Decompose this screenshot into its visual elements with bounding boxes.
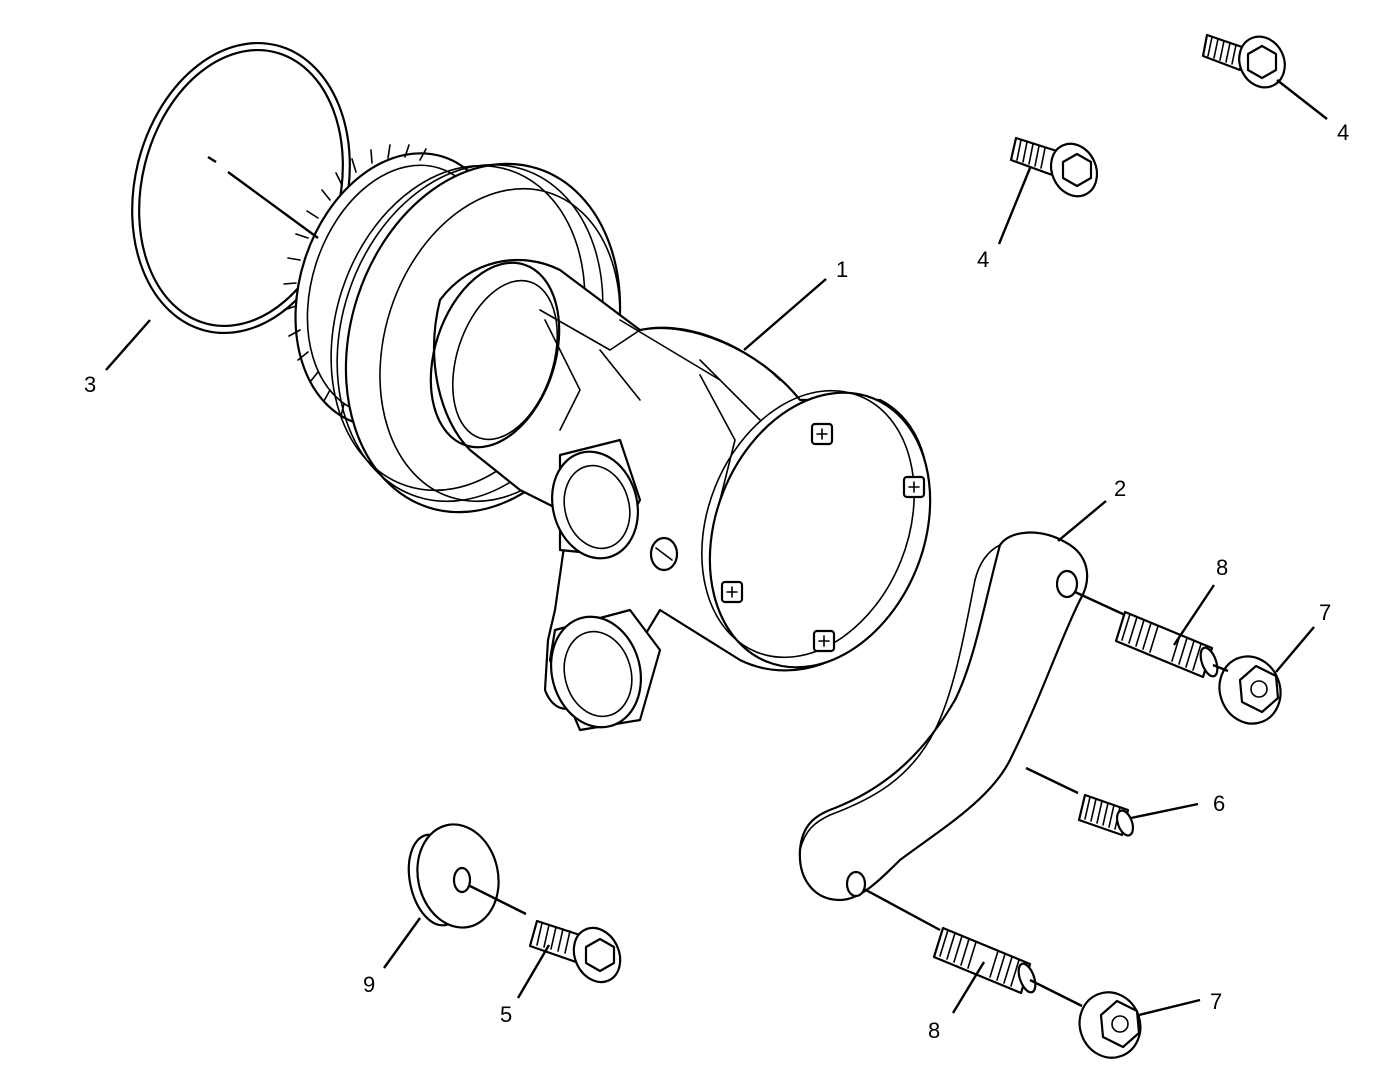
callout-2: 2 — [1114, 476, 1126, 501]
stud-lower — [932, 926, 1037, 995]
stud-upper — [1114, 610, 1219, 679]
pump-end-cover — [649, 389, 932, 669]
callout-1: 1 — [836, 257, 848, 282]
bolt-lower — [528, 919, 622, 984]
set-screw — [1077, 793, 1135, 837]
leader-lines — [105, 79, 1328, 1017]
callout-7-upper: 7 — [1319, 600, 1331, 625]
bolt-upper-right — [1201, 33, 1286, 89]
pump-upper-port — [550, 438, 642, 560]
callout-4-upper-right: 4 — [1337, 120, 1349, 145]
callout-8-upper: 8 — [1216, 555, 1228, 580]
callout-labels: 1 2 3 4 4 5 6 7 7 8 8 9 — [84, 120, 1349, 1043]
callout-8-lower: 8 — [928, 1018, 940, 1043]
pump-lower-port — [548, 608, 662, 732]
callout-3: 3 — [84, 372, 96, 397]
flange-nut-lower — [1078, 991, 1142, 1059]
mounting-bracket — [798, 531, 1089, 902]
callout-9: 9 — [363, 972, 375, 997]
callout-5: 5 — [500, 1002, 512, 1027]
callout-6: 6 — [1213, 791, 1225, 816]
assembly-center-lines — [207, 155, 1229, 1008]
spacer-washer — [407, 823, 500, 929]
cover-screws — [649, 422, 926, 653]
callout-4-upper-middle: 4 — [977, 247, 989, 272]
bolt-upper-middle — [1009, 136, 1099, 198]
water-pump-assembly — [283, 144, 932, 732]
flange-nut-upper — [1218, 655, 1282, 725]
callout-7-lower: 7 — [1210, 989, 1222, 1014]
